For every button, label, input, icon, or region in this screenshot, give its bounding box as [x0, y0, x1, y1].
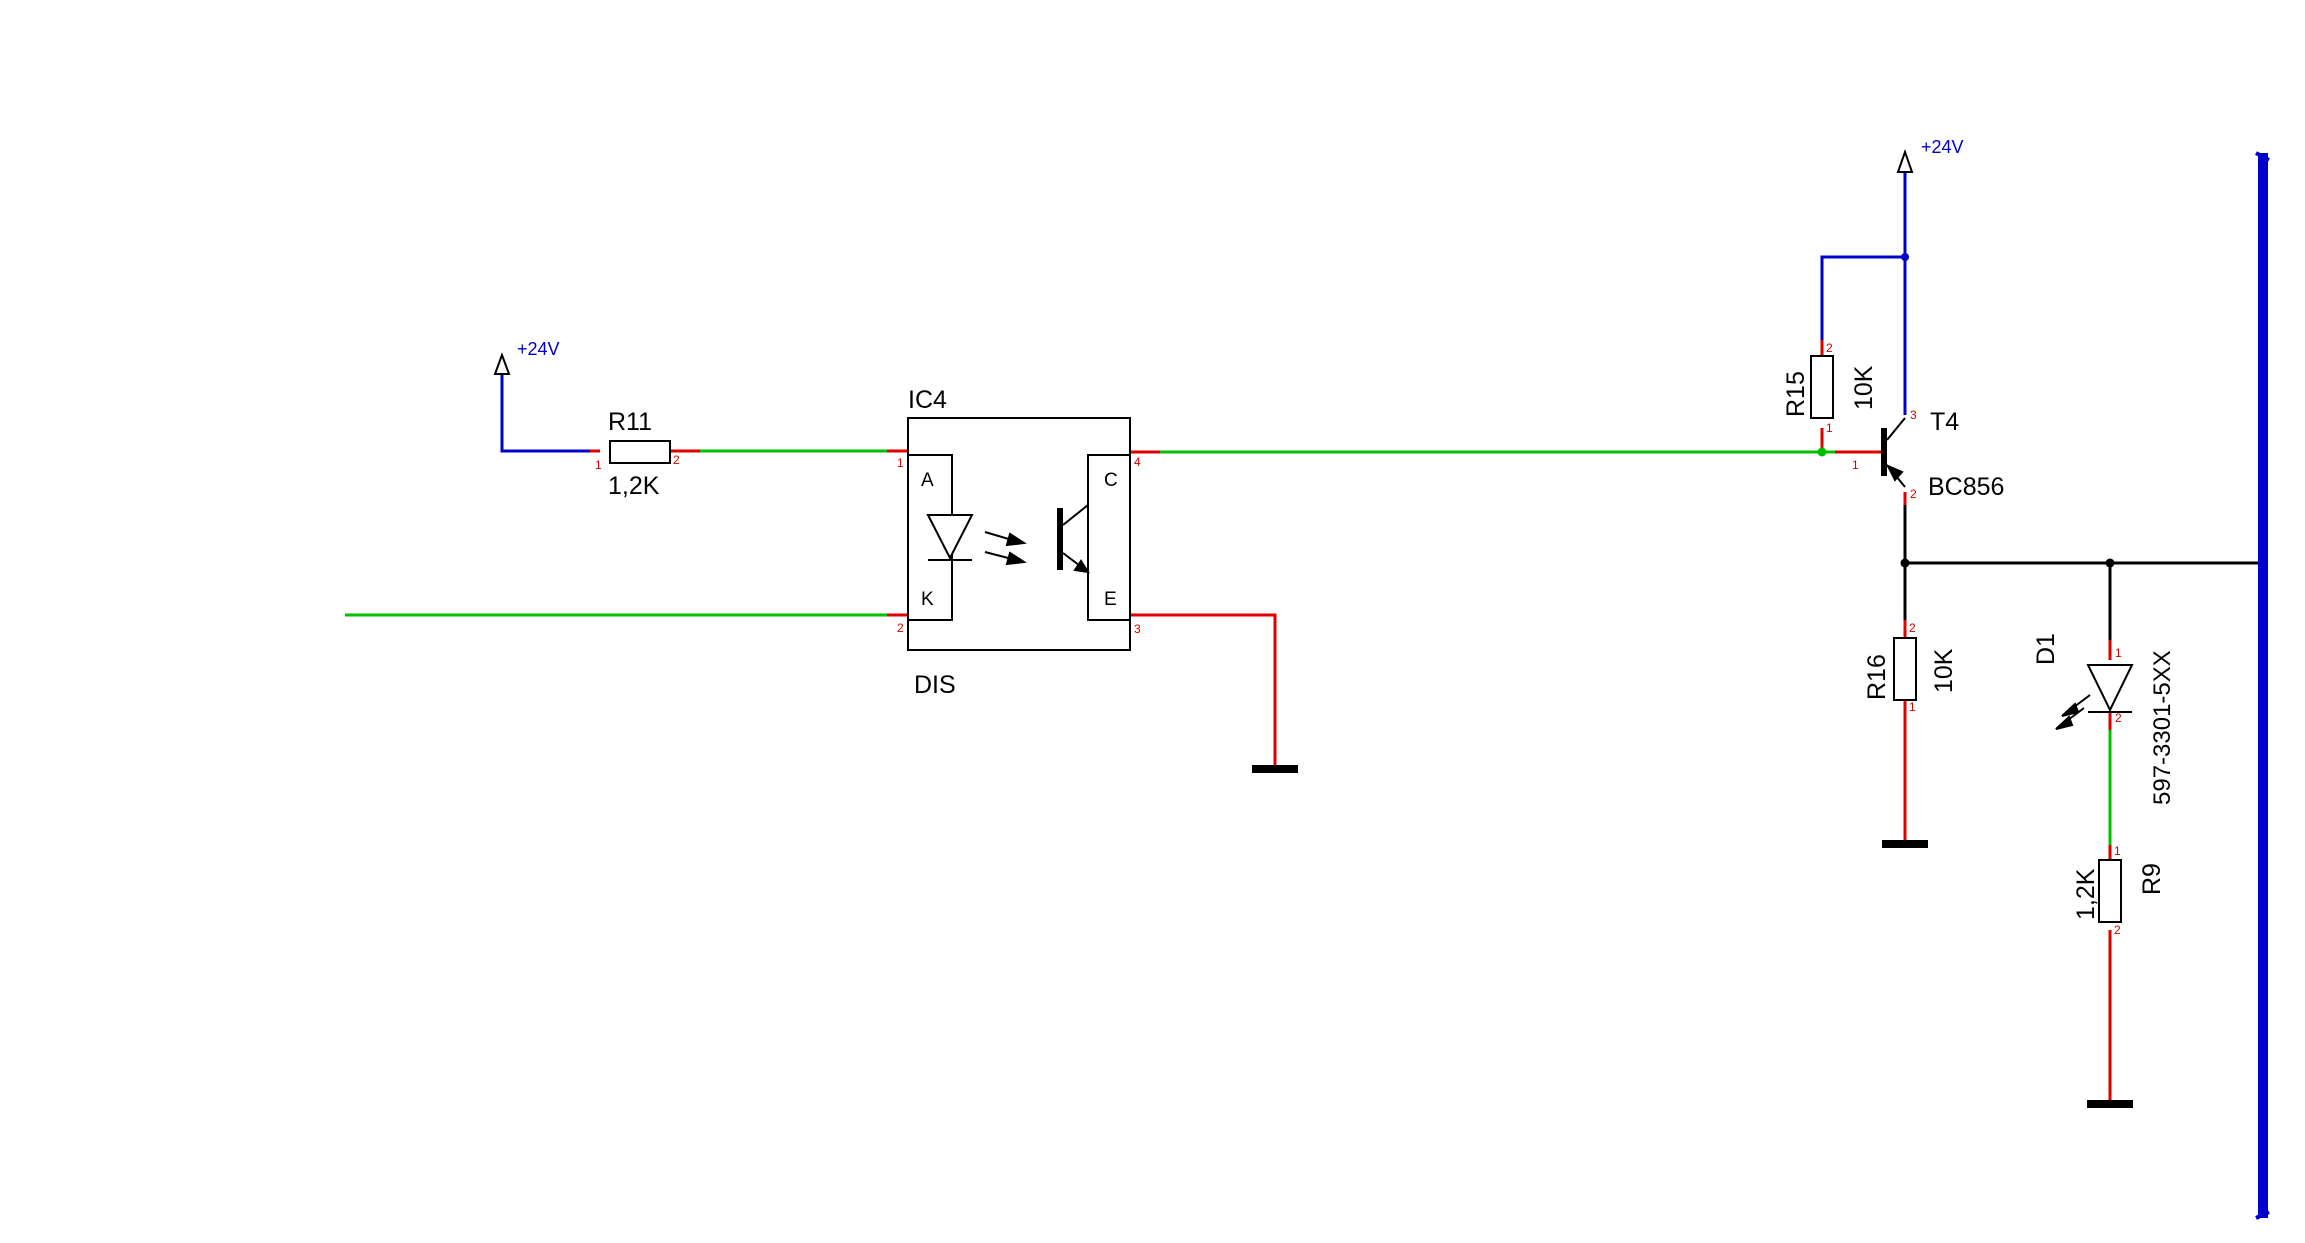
d1-value: 597-3301-5XX [2149, 650, 2176, 805]
vcc-arrow-icon [493, 352, 511, 375]
ic4-pin-e-label: E [1104, 589, 1117, 610]
pin-stubs [590, 340, 2112, 860]
r15-value: 10K [1850, 365, 1878, 410]
ic4-pin2: 2 [897, 621, 904, 635]
led-d1: D1 597-3301-5XX 1 2 [2032, 633, 2176, 805]
ic4-transistor-section [1087, 454, 1131, 621]
t4-pin2: 2 [1910, 487, 1917, 501]
light-emission-arrows-icon [2055, 694, 2091, 730]
junction-base-node [1817, 447, 1827, 457]
t4-value: BC856 [1928, 473, 2004, 501]
ic4-pin1: 1 [897, 456, 904, 470]
resistor-icon [2098, 859, 2122, 923]
r16-ref: R16 [1863, 654, 1891, 700]
ic4-pin3: 3 [1134, 622, 1141, 636]
d1-pin1: 1 [2115, 646, 2122, 660]
ground-icon [2087, 1100, 2133, 1108]
resistor-icon [1893, 637, 1917, 701]
junction-vcc-node [1901, 253, 1909, 261]
r9-pin1: 1 [2114, 844, 2121, 858]
resistor-r9: 1,2K R9 1 2 [2072, 844, 2166, 937]
r16-pin1: 1 [1909, 700, 1916, 714]
ground-icon [1252, 765, 1298, 773]
vcc-left-label: +24V [517, 339, 560, 359]
vcc-symbol-left: +24V [493, 339, 560, 375]
resistor-icon [1810, 355, 1834, 419]
junctions [1817, 253, 2115, 568]
wire-vcc-left [500, 372, 600, 453]
ground-icon [1882, 840, 1928, 848]
wires [345, 172, 2258, 1100]
d1-ref: D1 [2032, 633, 2060, 665]
ic4-pin-a-label: A [921, 470, 934, 491]
ic4-pin-c-label: C [1104, 470, 1118, 491]
ic4-led-icon [926, 514, 974, 561]
bus-line [2255, 151, 2270, 1220]
ic4-light-arrows-icon [984, 531, 1027, 566]
transistor-t4: T4 BC856 1 2 3 [1852, 408, 2004, 501]
r11-pin2: 2 [673, 453, 680, 467]
resistor-r16: R16 10K 2 1 [1863, 621, 1958, 714]
r15-pin1: 1 [1826, 421, 1833, 435]
junction-d1-node [2105, 558, 2115, 568]
r11-value: 1,2K [608, 472, 660, 500]
wire-ic4-emitter-to-ground [1150, 613, 1277, 765]
r16-pin2: 2 [1909, 621, 1916, 635]
d1-pin2: 2 [2115, 711, 2122, 725]
r9-value: 1,2K [2072, 868, 2100, 920]
r15-pin2: 2 [1826, 341, 1833, 355]
vcc-symbol-right: +24V [1896, 137, 1964, 173]
ic4-value: DIS [914, 671, 956, 699]
r16-value: 10K [1930, 648, 1958, 693]
t4-pin3: 3 [1910, 408, 1917, 422]
r9-ref: R9 [2138, 863, 2166, 895]
t4-pin1: 1 [1852, 458, 1859, 472]
vcc-arrow-icon [1896, 148, 1914, 173]
ic4-phototransistor-icon [1057, 470, 1091, 600]
resistor-r11: R11 1,2K 1 2 [595, 408, 680, 500]
r15-ref: R15 [1782, 371, 1810, 417]
junction-output-node [1900, 558, 1910, 568]
ic4-ref: IC4 [908, 386, 947, 414]
resistor-r15: R15 10K 2 1 [1782, 341, 1878, 435]
pnp-transistor-icon [1881, 417, 1906, 488]
led-icon [2086, 664, 2134, 713]
resistor-icon [609, 440, 671, 464]
optocoupler-ic4: A K C E 1 2 3 4 IC4 DIS [897, 386, 1141, 699]
ground-symbols [1252, 765, 2133, 1108]
r11-pin1: 1 [595, 458, 602, 472]
vcc-right-label: +24V [1921, 137, 1964, 157]
ic4-pin-k-label: K [921, 589, 934, 610]
r9-pin2: 2 [2114, 923, 2121, 937]
t4-ref: T4 [1930, 408, 1959, 436]
ic4-pin4: 4 [1134, 455, 1141, 469]
r11-ref: R11 [608, 408, 652, 436]
wire-r15-to-vcc [1820, 255, 1905, 352]
